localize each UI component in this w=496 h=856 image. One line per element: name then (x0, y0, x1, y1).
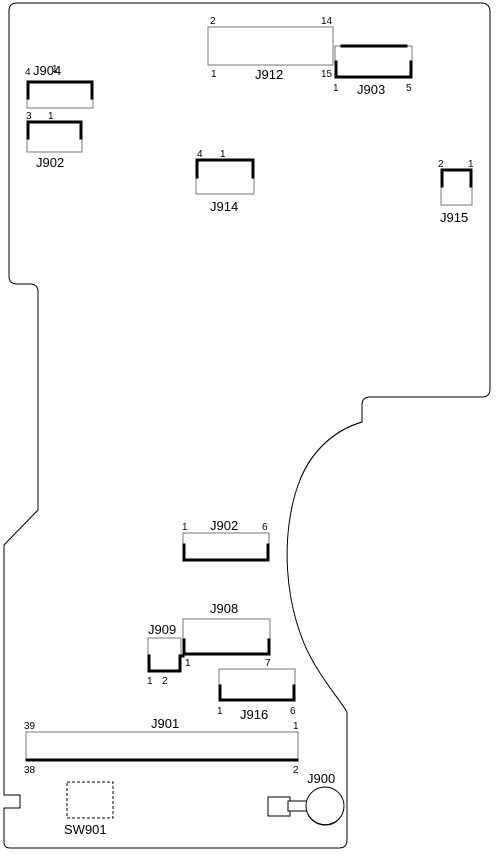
j912-body (207, 26, 334, 66)
j915-pin-left: 2 (438, 159, 444, 170)
j912-pin-bottom-left: 1 (211, 69, 217, 80)
j915-ref: J915 (440, 210, 468, 225)
j904-ref: J904 (33, 63, 61, 78)
j912-ref: J912 (255, 67, 283, 82)
j916-pin-left: 1 (217, 706, 223, 717)
j914-ref: J914 (210, 199, 238, 214)
j904-pin-left: 4 (25, 67, 31, 78)
j902-mid-body (182, 532, 270, 560)
j903-pin-left: 1 (333, 83, 339, 94)
j904-body (26, 81, 94, 109)
j908-ref: J908 (210, 601, 238, 616)
j901-body (25, 731, 299, 760)
j902-top-body (26, 121, 83, 153)
j900-ref: J900 (307, 771, 335, 786)
j914-body (195, 159, 255, 195)
j902-mid-pin-left: 1 (182, 522, 188, 533)
switch-sw901: SW901 (64, 781, 114, 837)
j904-pin-right: 1 (52, 64, 58, 75)
j916-ref: J916 (240, 707, 268, 722)
connector-j909: 1 2 J909 (147, 622, 185, 687)
j902-top-ref: J902 (36, 155, 64, 170)
j900-disc-shadow (308, 812, 343, 826)
connector-j900: J900 (267, 771, 345, 826)
j902-mid-pin-right: 6 (262, 522, 268, 533)
j901-pin-bottom-left: 38 (24, 765, 36, 776)
j902-mid-ref: J902 (210, 518, 238, 533)
connector-j904: 4 1 J904 (25, 63, 94, 109)
sw901-body (66, 781, 114, 819)
j915-body (440, 169, 473, 206)
j912-pin-top-right: 14 (321, 16, 333, 27)
j901-pin-top-left: 39 (24, 721, 36, 732)
connector-j902-mid: 1 6 J902 (182, 518, 270, 562)
connector-j902-top: 3 1 J902 (26, 111, 83, 170)
j909-body (147, 637, 182, 672)
connector-j901: 39 1 38 2 J901 (24, 716, 299, 776)
j915-pin-right: 1 (468, 159, 474, 170)
j901-pin-bottom-right: 2 (293, 765, 299, 776)
j901-ref: J901 (151, 716, 179, 731)
j901-pin-top-right: 1 (293, 721, 299, 732)
j903-body (334, 45, 413, 77)
board-outline (3, 2, 491, 849)
j900-tab (267, 796, 291, 817)
j902-top-pin-left: 3 (26, 111, 32, 122)
j912-pin-bottom-right: 15 (321, 69, 333, 80)
j909-ref: J909 (148, 622, 176, 637)
j916-pin-right: 6 (290, 706, 296, 717)
connector-j915: 2 1 J915 (438, 159, 474, 225)
j914-pin-left: 4 (197, 149, 203, 160)
j908-body (182, 618, 271, 655)
j903-pin-right: 5 (406, 83, 412, 94)
j916-body (218, 668, 296, 701)
sw901-ref: SW901 (64, 822, 107, 837)
connector-j914: 4 1 J914 (195, 149, 255, 214)
j914-pin-right: 1 (220, 149, 226, 160)
j908-pin-right: 7 (265, 658, 271, 669)
j912-pin-top-left: 2 (210, 16, 216, 27)
j908-pin-left: 1 (185, 658, 191, 669)
j902-top-pin-right: 1 (48, 111, 54, 122)
j903-ref: J903 (357, 82, 385, 97)
connector-j912: 2 14 1 15 J912 (207, 16, 334, 82)
board-cutout-edge (299, 421, 363, 481)
j909-pin-left: 1 (147, 676, 153, 687)
j909-pin-right: 2 (162, 676, 168, 687)
connector-j903: 1 5 J903 (333, 44, 413, 97)
connector-j908: 1 7 J908 (182, 601, 271, 669)
connector-j916: 1 6 J916 (217, 668, 296, 722)
j900-neck (287, 800, 309, 812)
